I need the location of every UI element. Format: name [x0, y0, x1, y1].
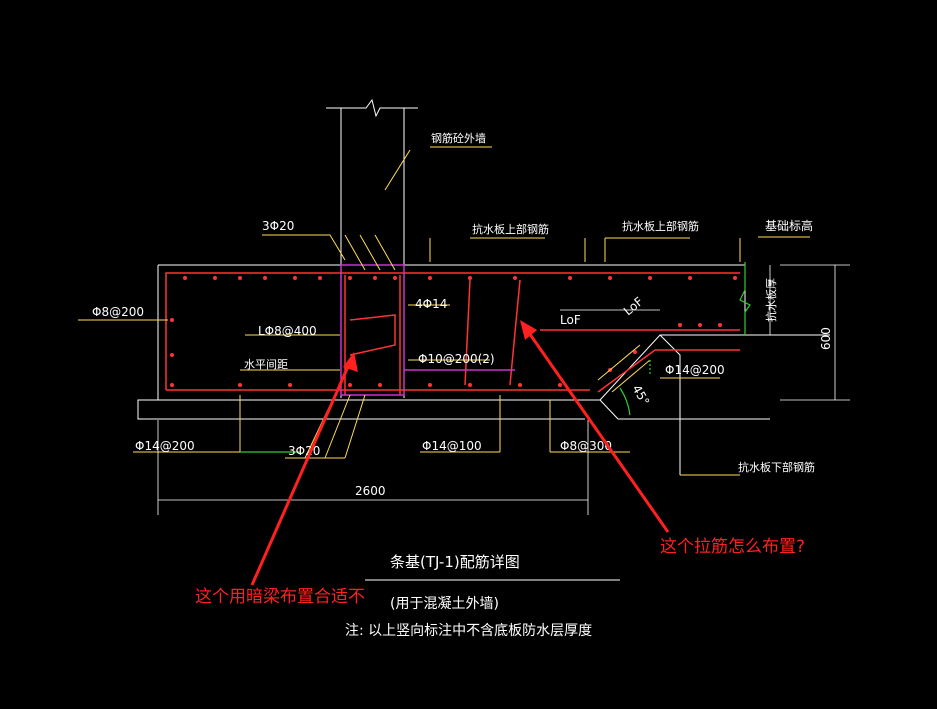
rebar-dots [170, 276, 737, 387]
label-l-phi8-400: LΦ8@400 [258, 324, 317, 338]
green-marks [240, 262, 751, 453]
label-top-bar-1: 抗水板上部钢筋 [472, 222, 549, 236]
drawing-title: 条基(TJ-1)配筋详图 [390, 553, 520, 571]
dimension-600: 600 [819, 327, 833, 350]
label-lof-1: LoF [560, 313, 581, 327]
drawing-subtitle: (用于混凝土外墙) [390, 596, 499, 612]
annotation-question-tie: 这个拉筋怎么布置? [660, 537, 805, 557]
rebar-lines [165, 272, 740, 395]
label-phi14-200-right: Φ14@200 [665, 363, 725, 377]
label-slab-thickness: 抗水板厚 [764, 278, 778, 322]
label-phi14-100: Φ14@100 [422, 439, 482, 453]
label-4phi14: 4Φ14 [415, 297, 447, 311]
label-phi8-300: Φ8@300 [560, 439, 612, 453]
label-3phi20-top: 3Φ20 [262, 219, 294, 233]
annotation-arrows [250, 320, 670, 586]
hidden-beam-box [340, 264, 515, 396]
label-phi10-200: Φ10@200(2) [418, 352, 495, 366]
annotation-question-hidden-beam: 这个用暗梁布置合适不 [195, 587, 365, 607]
label-bottom-bar: 抗水板下部钢筋 [738, 460, 815, 474]
label-phi8-200: Φ8@200 [92, 305, 144, 319]
label-horizontal-spacing: 水平间距 [244, 358, 288, 371]
label-top-bar-2: 抗水板上部钢筋 [622, 219, 699, 233]
dimension-lines [157, 264, 850, 515]
drawing-note: 注: 以上竖向标注中不含底板防水层厚度 [345, 623, 592, 639]
label-3phi20-bottom: 3Φ20 [288, 444, 320, 458]
dimension-2600: 2600 [355, 484, 386, 498]
label-base-elevation: 基础标高 [765, 218, 813, 233]
label-phi14-200-left: Φ14@200 [135, 439, 195, 453]
label-wall: 钢筋砼外墙 [431, 131, 486, 145]
